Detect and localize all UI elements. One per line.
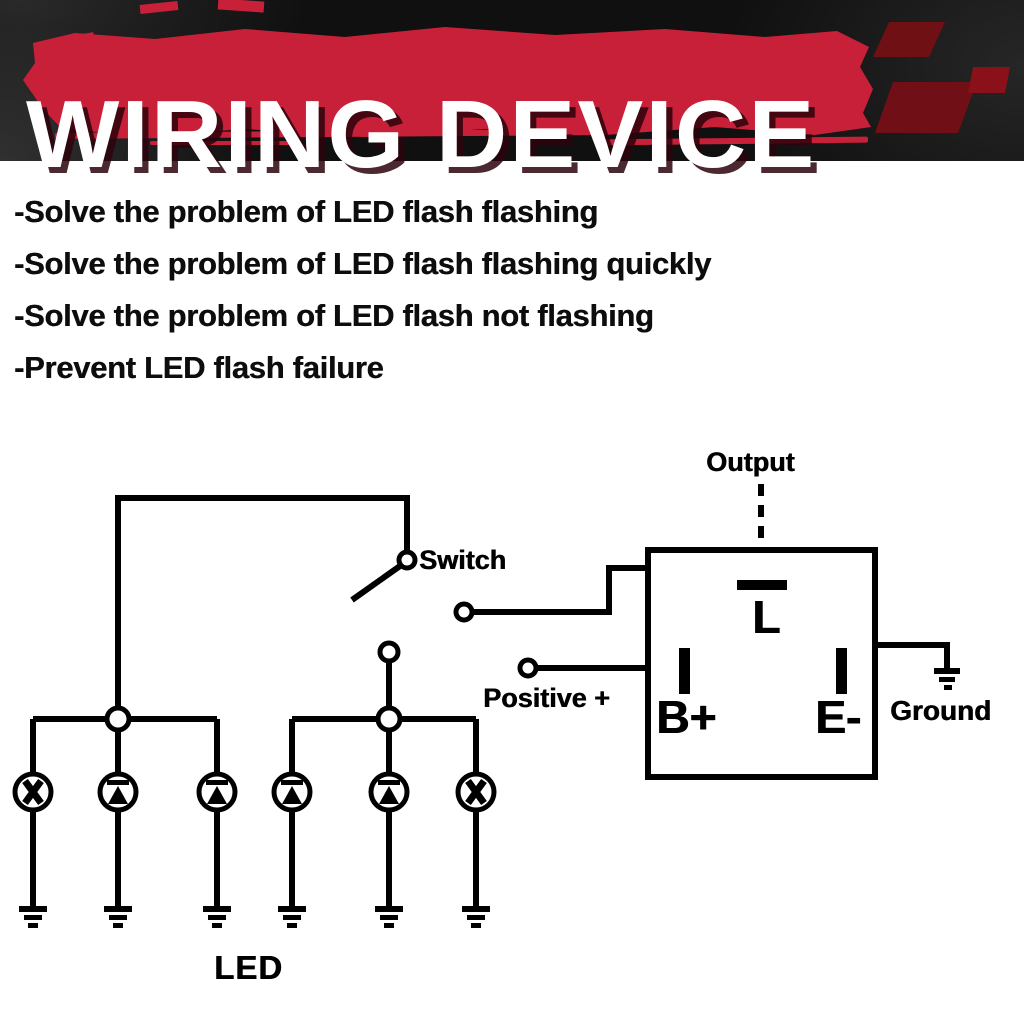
decor-parallelograms-icon — [873, 22, 1010, 133]
relay-terminal-e-label: E- — [815, 691, 861, 743]
open-terminal-icon — [453, 601, 475, 623]
wire-led-to-switch — [115, 495, 410, 719]
red-brush-stroke — [23, 27, 873, 137]
led-label: LED — [214, 949, 283, 986]
switch-label: Switch — [419, 545, 507, 575]
relay-terminal-b-label: B+ — [656, 691, 717, 743]
header-banner: WIRING DEVICE — [0, 0, 1024, 184]
relay-terminal-l-label: L — [752, 591, 781, 643]
feature-item: -Prevent LED flash failure — [14, 350, 384, 385]
wire-switch-to-relay — [472, 565, 648, 615]
feature-item: -Solve the problem of LED flash not flas… — [14, 298, 654, 333]
ground-icon — [934, 668, 960, 690]
switch-lever — [350, 563, 402, 603]
ground-icon — [19, 906, 490, 928]
switch-pivot-icon — [396, 549, 418, 571]
led-diode-icon — [271, 771, 313, 813]
led-diode-icon — [196, 771, 238, 813]
relay-pin-l — [737, 580, 787, 590]
relay-pin-b — [679, 648, 690, 694]
output-label: Output — [706, 447, 795, 477]
lamp-x-icon — [12, 771, 54, 813]
open-terminal-icon — [377, 640, 401, 664]
feature-item: -Solve the problem of LED flash flashing — [14, 194, 598, 229]
led-diode-icon — [97, 771, 139, 813]
page-title: WIRING DEVICE — [26, 81, 817, 189]
wire-relay-to-ground — [875, 642, 950, 669]
flasher-relay-box — [645, 547, 878, 780]
feature-item: -Solve the problem of LED flash flashing… — [14, 246, 711, 281]
open-terminal-icon — [517, 657, 539, 679]
relay-pin-e — [836, 648, 847, 694]
lamp-x-icon — [455, 771, 497, 813]
brush-streak — [150, 141, 300, 145]
junction-node-icon — [104, 705, 132, 733]
ground-label: Ground — [890, 695, 992, 726]
feature-list: -Solve the problem of LED flash flashing… — [14, 186, 711, 394]
junction-node-icon — [375, 705, 403, 733]
positive-label: Positive + — [483, 683, 610, 713]
led-diode-icon — [368, 771, 410, 813]
